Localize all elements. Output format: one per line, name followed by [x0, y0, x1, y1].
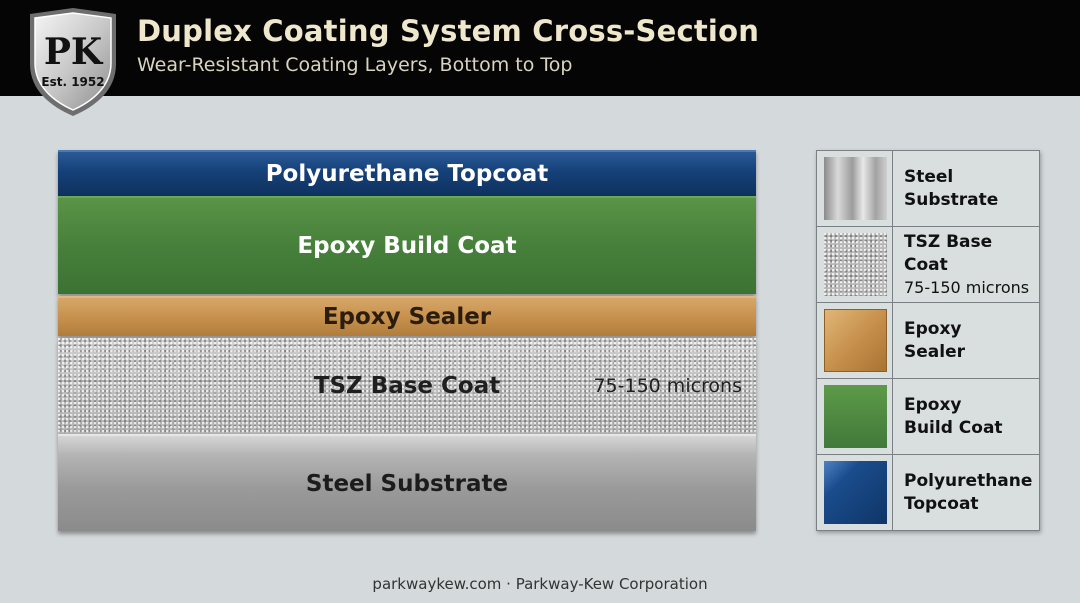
legend-name: Epoxy Sealer: [904, 318, 965, 362]
logo-established: Est. 1952: [41, 75, 104, 89]
cross-section-diagram: Polyurethane Topcoat Epoxy Build Coat Ep…: [58, 150, 756, 531]
legend-swatch-cell: [817, 303, 893, 378]
legend-swatch-cell: [817, 379, 893, 454]
legend-text: Epoxy Sealer: [904, 303, 965, 378]
layer-label: Epoxy Sealer: [322, 304, 492, 330]
legend-item-tsz-base-coat: TSZ Base Coat 75-150 microns: [817, 227, 1039, 303]
legend-swatch-cell: [817, 227, 893, 302]
page-title: Duplex Coating System Cross-Section: [137, 14, 760, 48]
layer-steel-substrate: Steel Substrate: [58, 434, 756, 531]
legend-name: Polyurethane Topcoat: [904, 471, 1033, 514]
layer-label: TSZ Base Coat: [313, 373, 501, 399]
legend-name: Steel Substrate: [904, 166, 999, 210]
layer-polyurethane-topcoat: Polyurethane Topcoat: [58, 150, 756, 196]
legend-name: TSZ Base Coat: [904, 231, 993, 275]
legend-text: TSZ Base Coat 75-150 microns: [904, 227, 1039, 302]
legend-item-epoxy-sealer: Epoxy Sealer: [817, 303, 1039, 379]
page-subtitle: Wear-Resistant Coating Layers, Bottom to…: [137, 54, 573, 76]
legend-item-steel-substrate: Steel Substrate: [817, 151, 1039, 227]
legend-swatch-cell: [817, 455, 893, 531]
shield-logo-icon: PK Est. 1952: [30, 8, 116, 116]
layer-label: Steel Substrate: [305, 470, 509, 497]
layer-thickness-label: 75-150 microns: [593, 375, 742, 397]
legend-swatch: [824, 157, 887, 220]
legend-swatch: [824, 385, 887, 448]
legend-detail: 75-150 microns: [904, 277, 1030, 297]
layer-epoxy-sealer: Epoxy Sealer: [58, 296, 756, 336]
header-bar: PK Est. 1952 Duplex Coating System Cross…: [0, 0, 1080, 116]
layer-tsz-base-coat: TSZ Base Coat 75-150 microns: [58, 338, 756, 434]
legend-text: Steel Substrate: [904, 151, 998, 226]
footer-credit: parkwaykew.com · Parkway-Kew Corporation: [372, 575, 708, 593]
legend-swatch: [824, 309, 887, 372]
logo-monogram: PK: [44, 31, 104, 73]
layer-label: Epoxy Build Coat: [297, 233, 517, 259]
legend-name: Epoxy Build Coat: [904, 394, 1003, 438]
legend-swatch-cell: [817, 151, 893, 226]
legend-item-polyurethane-topcoat: Polyurethane Topcoat: [817, 455, 1039, 531]
legend-swatch: [824, 233, 887, 296]
legend-swatch: [824, 461, 887, 524]
legend-text: Polyurethane Topcoat: [904, 455, 1032, 531]
layer-label: Polyurethane Topcoat: [265, 161, 549, 187]
legend-text: Epoxy Build Coat: [904, 379, 1003, 454]
legend-panel: Steel Substrate TSZ Base Coat 75-150 mic…: [816, 150, 1040, 531]
legend-item-epoxy-build-coat: Epoxy Build Coat: [817, 379, 1039, 455]
layer-epoxy-build-coat: Epoxy Build Coat: [58, 196, 756, 294]
